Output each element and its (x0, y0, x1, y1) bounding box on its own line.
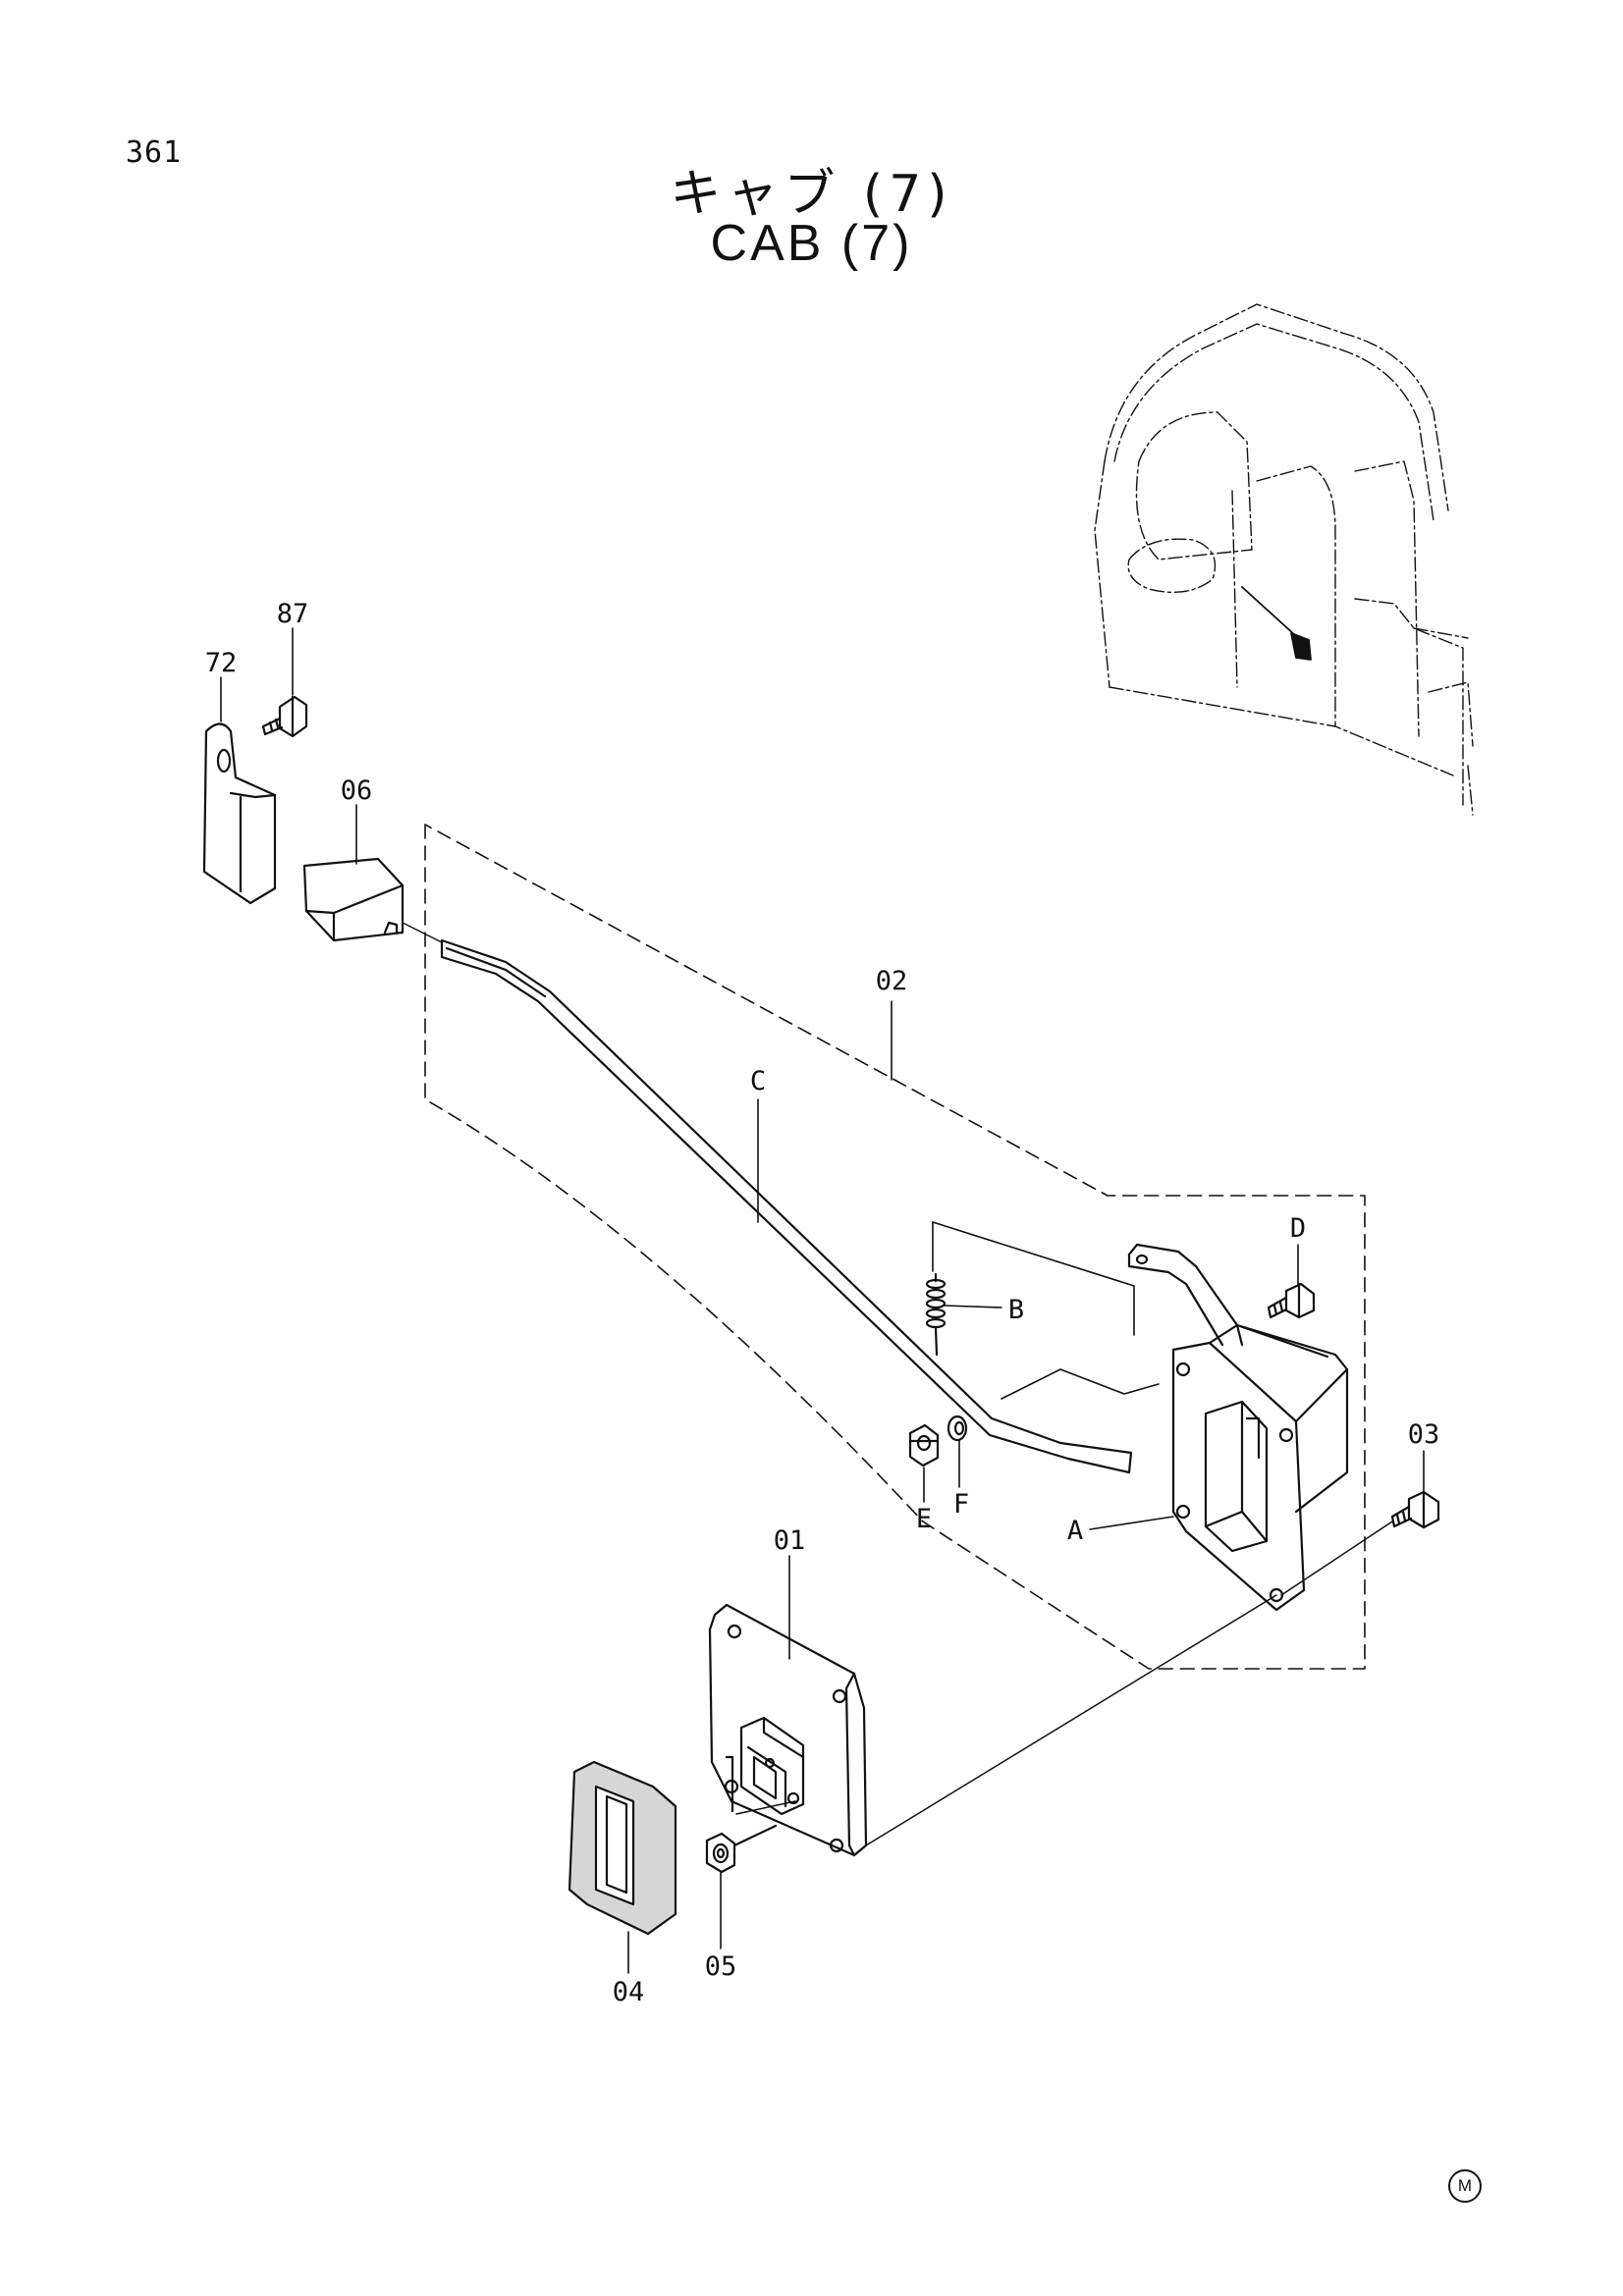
callout-F: F (953, 1489, 969, 1520)
diagram-title-english: CAB (7) (710, 215, 913, 272)
bracket-arm (1127, 1243, 1244, 1347)
callout-05: 05 (705, 1951, 737, 1982)
spring-B (925, 1272, 947, 1357)
sleeve-06 (302, 857, 405, 942)
callout-leaders (220, 627, 1425, 1974)
handle-04 (568, 1760, 677, 1936)
rod-C (440, 938, 1133, 1474)
callout-04: 04 (613, 1977, 645, 2007)
callout-E: E (916, 1504, 932, 1534)
linkage-lead-lines (932, 1221, 1160, 1400)
corner-circle-mark: M (1448, 2169, 1482, 2203)
diagram-title-japanese: キャブ (7) (670, 165, 953, 224)
callout-C: C (750, 1066, 766, 1096)
callout-D: D (1290, 1213, 1306, 1244)
callout-06: 06 (341, 775, 373, 806)
sleeve-lead-line (402, 922, 443, 943)
callout-B: B (1008, 1295, 1024, 1325)
callout-87: 87 (277, 599, 309, 629)
latch-plate-01 (708, 1603, 868, 1857)
washer-F (947, 1415, 968, 1442)
callout-72: 72 (205, 648, 238, 678)
assembly-lead-lines (735, 1521, 1393, 1846)
latch-housing-A (1171, 1323, 1349, 1612)
bolt-03 (1390, 1490, 1440, 1529)
cab-location-inset (1094, 303, 1474, 816)
bracket-72 (202, 722, 277, 905)
bolt-87 (261, 695, 308, 738)
nut-05 (705, 1824, 778, 1874)
callout-02: 02 (876, 966, 908, 996)
page-number: 361 (126, 135, 183, 170)
latch-location-marker (1241, 586, 1312, 661)
callout-03: 03 (1408, 1419, 1440, 1450)
nut-E (908, 1423, 940, 1468)
callout-A: A (1067, 1516, 1083, 1546)
bolt-D (1267, 1282, 1316, 1319)
callout-01: 01 (774, 1525, 806, 1556)
assembly-02-boundary (424, 824, 1366, 1670)
